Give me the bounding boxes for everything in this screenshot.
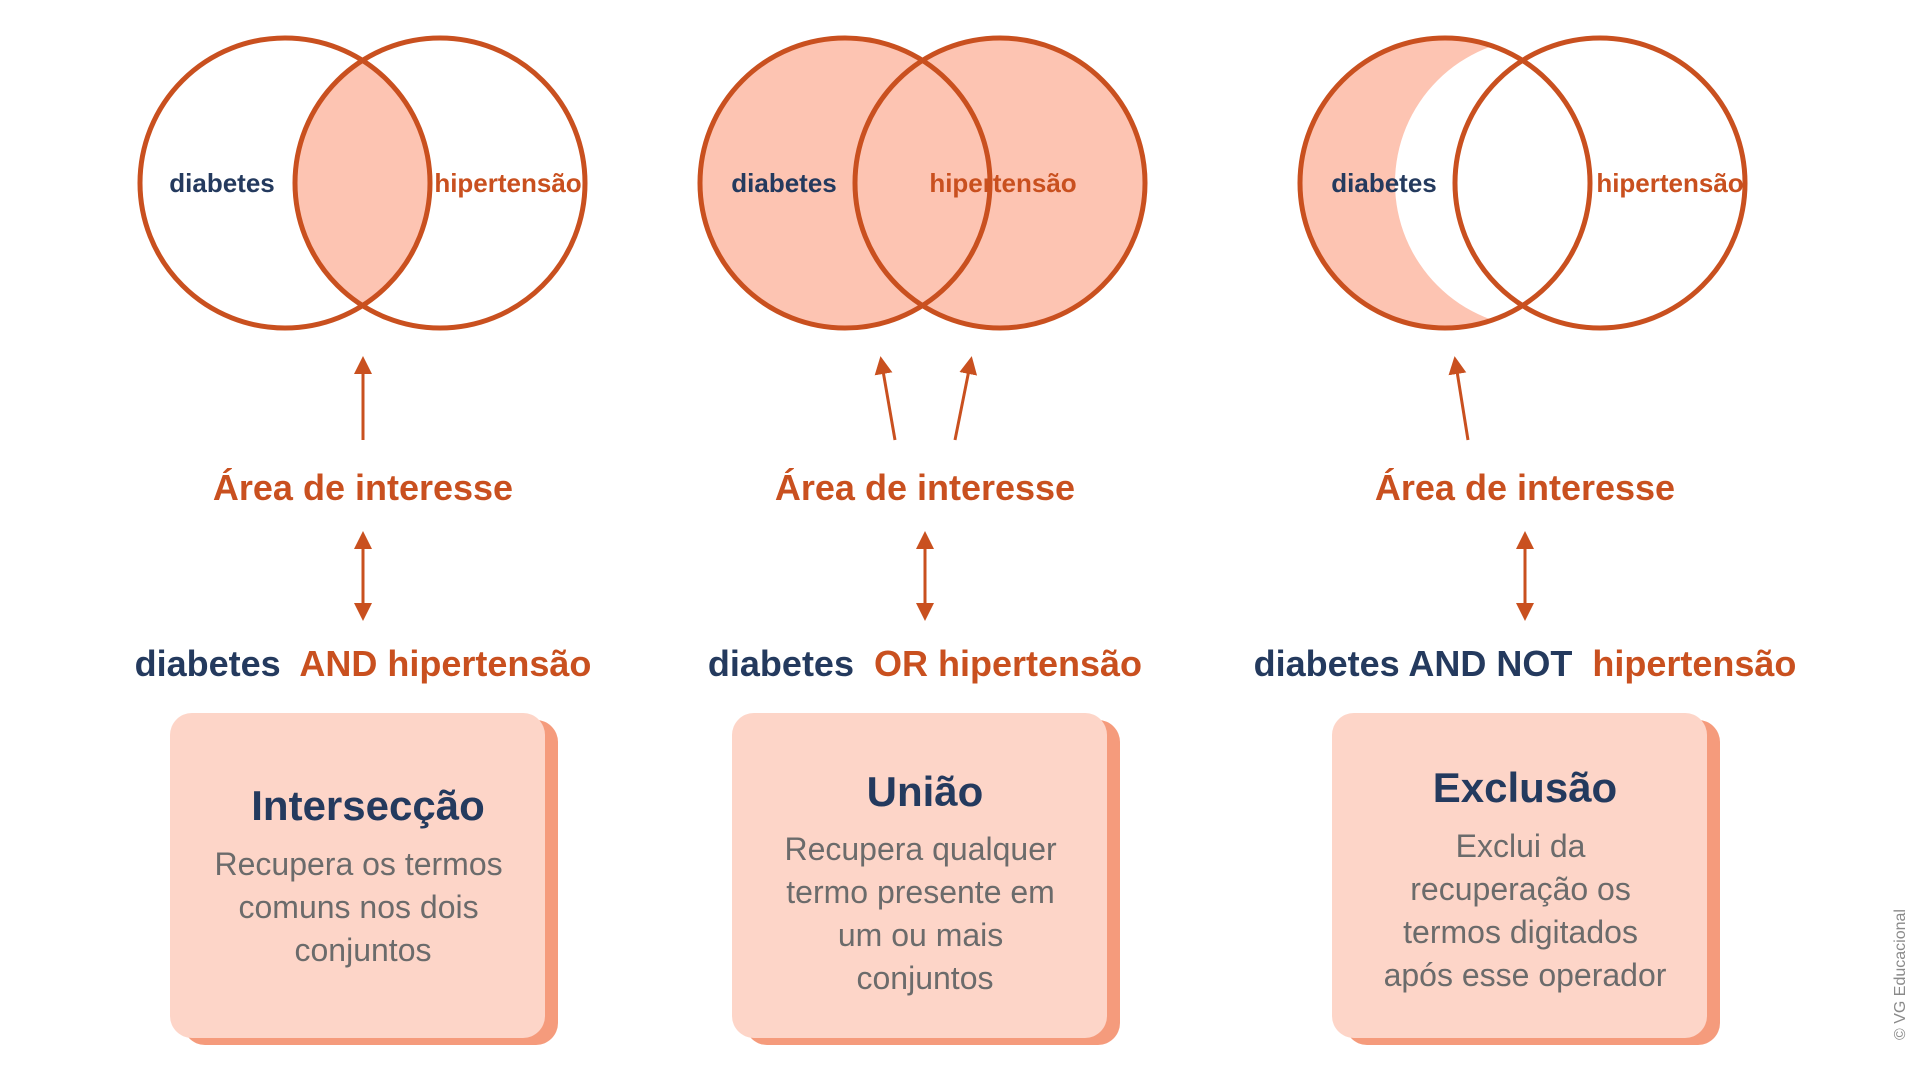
venn-circle-hipertensao (292, 35, 588, 331)
explanation-card: União Recupera qualquer termo presente e… (732, 713, 1120, 1045)
query-operator: AND hipertensão (299, 643, 591, 684)
card-title: União (867, 768, 984, 815)
area-of-interest-label: Área de interesse (213, 467, 513, 508)
arrow-up-left (874, 356, 897, 441)
venn-diagram-union: diabetes hipertensão (697, 35, 1148, 331)
venn-exclusion-cutout (1395, 38, 1685, 328)
venn-circle-hipertensao (1452, 35, 1748, 331)
card-line: um ou mais (838, 917, 1003, 953)
query-operator: hipertensão (1592, 643, 1796, 684)
venn-label-diabetes: diabetes (1331, 168, 1437, 198)
card-description: Recupera qualquer termo presente em um o… (784, 831, 1065, 996)
venn-label-hipertensao: hipertensão (929, 168, 1076, 198)
arrow-up-right (953, 356, 978, 441)
venn-diagram-intersection: diabetes hipertensão (137, 35, 588, 331)
card-line: termos digitados (1403, 914, 1638, 950)
card-line: conjuntos (857, 960, 994, 996)
venn-fill-hipertensao (855, 38, 1145, 328)
boolean-query: diabetes OR hipertensão (708, 643, 1142, 684)
card-line: Recupera qualquer (784, 831, 1057, 867)
venn-circle-diabetes (697, 35, 993, 331)
card-line: conjuntos (295, 932, 432, 968)
card-body (1332, 713, 1707, 1038)
card-description: Exclui da recuperação os termos digitado… (1384, 828, 1667, 993)
venn-label-diabetes: diabetes (731, 168, 837, 198)
panel-union: diabetes hipertensão Área de interesse d… (697, 35, 1148, 1045)
query-term: diabetes AND NOT (1254, 643, 1573, 684)
card-description: Recupera os termos comuns nos dois conju… (214, 846, 511, 968)
query-term: diabetes (708, 643, 854, 684)
card-line: Recupera os termos (214, 846, 502, 882)
venn-circle-diabetes (137, 35, 433, 331)
card-line: recuperação os (1410, 871, 1631, 907)
explanation-card: Intersecção Recupera os termos comuns no… (170, 713, 558, 1045)
venn-label-diabetes: diabetes (169, 168, 275, 198)
venn-diagram-exclusion: diabetes hipertensão (1297, 35, 1748, 331)
card-line: Exclui da (1456, 828, 1586, 864)
area-of-interest-label: Área de interesse (1375, 467, 1675, 508)
card-title: Intersecção (251, 782, 484, 829)
panel-intersection: diabetes hipertensão Área de interesse d… (135, 35, 592, 1045)
card-body (170, 713, 545, 1038)
arrow-up (1448, 356, 1470, 441)
card-line: comuns nos dois (238, 889, 478, 925)
venn-label-hipertensao: hipertensão (1596, 168, 1743, 198)
card-line: termo presente em (786, 874, 1055, 910)
panel-exclusion: diabetes hipertensão Área de interesse d… (1254, 35, 1797, 1045)
venn-circle-hipertensao (852, 35, 1148, 331)
boolean-query: diabetes AND NOT hipertensão (1254, 643, 1797, 684)
card-title: Exclusão (1433, 764, 1617, 811)
venn-label-hipertensao: hipertensão (434, 168, 581, 198)
venn-circle-diabetes (1297, 35, 1593, 331)
copyright-notice: © VG Educacional (1892, 909, 1909, 1040)
venn-intersection-fill (295, 38, 430, 328)
card-line: após esse operador (1384, 957, 1667, 993)
boolean-query: diabetes AND hipertensão (135, 643, 592, 684)
card-body (732, 713, 1107, 1038)
query-operator: OR hipertensão (874, 643, 1142, 684)
explanation-card: Exclusão Exclui da recuperação os termos… (1332, 713, 1720, 1045)
query-term: diabetes (135, 643, 281, 684)
area-of-interest-label: Área de interesse (775, 467, 1075, 508)
